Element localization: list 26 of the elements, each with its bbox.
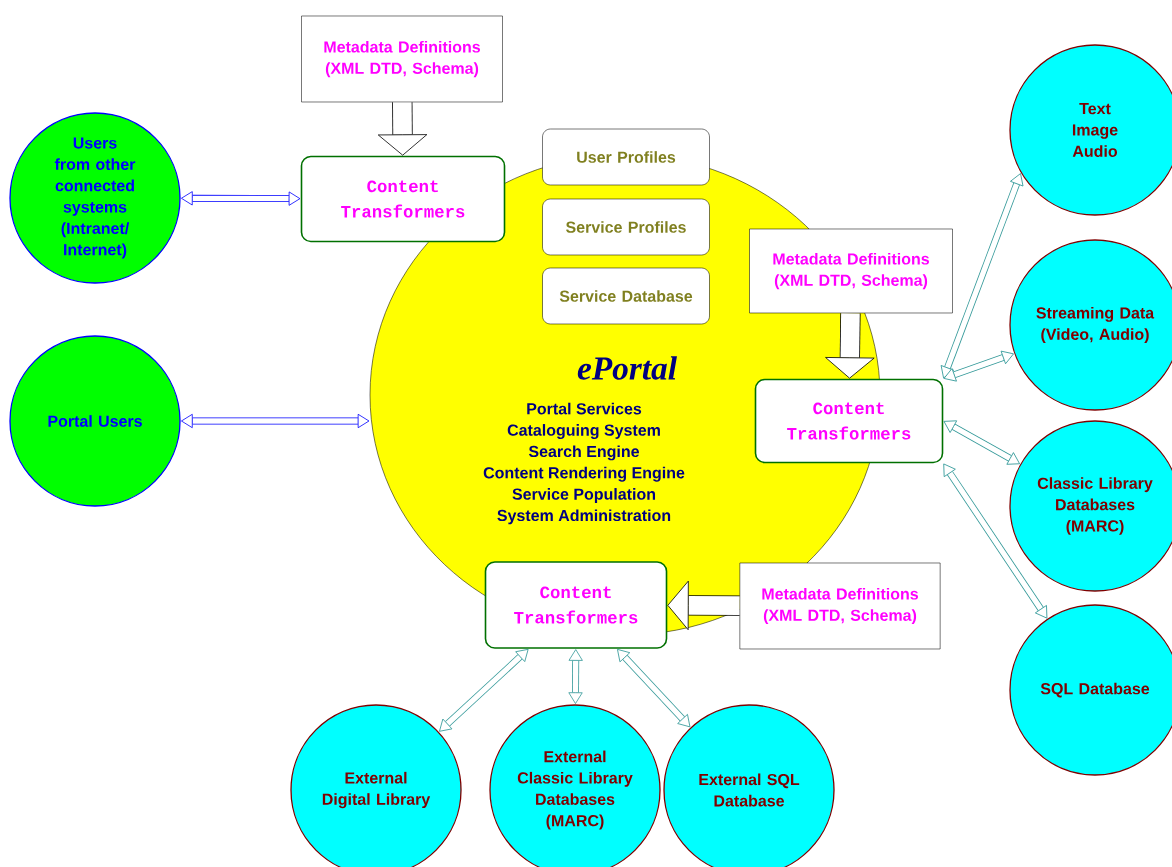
block-arrow — [377, 102, 428, 156]
profile-box: Service Profiles — [542, 198, 710, 256]
node-label: System Administration — [497, 509, 671, 525]
double-arrow — [943, 350, 1014, 382]
node-label: Search Engine — [528, 445, 640, 461]
double-arrow — [943, 420, 1020, 465]
double-arrow — [940, 173, 1024, 379]
node-label: Service Population — [512, 488, 656, 503]
profile-box: User Profiles — [542, 128, 710, 186]
portal-title: ePortal — [577, 356, 677, 380]
double-arrow — [181, 191, 301, 206]
double-arrow — [181, 413, 370, 429]
node-label: Portal Services — [527, 402, 642, 415]
service-list: Portal Services Cataloguing System Search Engine Content Rendering Engine Service Population System Administration — [483, 402, 685, 525]
metadata-box: Metadata Definitions (XML DTD, Schema) — [301, 15, 503, 103]
block-arrow — [825, 313, 875, 379]
profile-box: Service Database — [542, 267, 710, 325]
metadata-box: Metadata Definitions (XML DTD, Schema) — [739, 562, 941, 650]
double-arrow — [943, 463, 1048, 619]
node-label: Content Rendering Engine — [483, 466, 685, 482]
double-arrow — [568, 649, 583, 704]
metadata-box: Metadata Definitions (XML DTD, Schema) — [749, 228, 953, 314]
double-arrow — [439, 648, 529, 732]
block-arrow — [667, 580, 740, 631]
node-label: Cataloguing System — [507, 424, 660, 440]
double-arrow — [617, 648, 691, 728]
